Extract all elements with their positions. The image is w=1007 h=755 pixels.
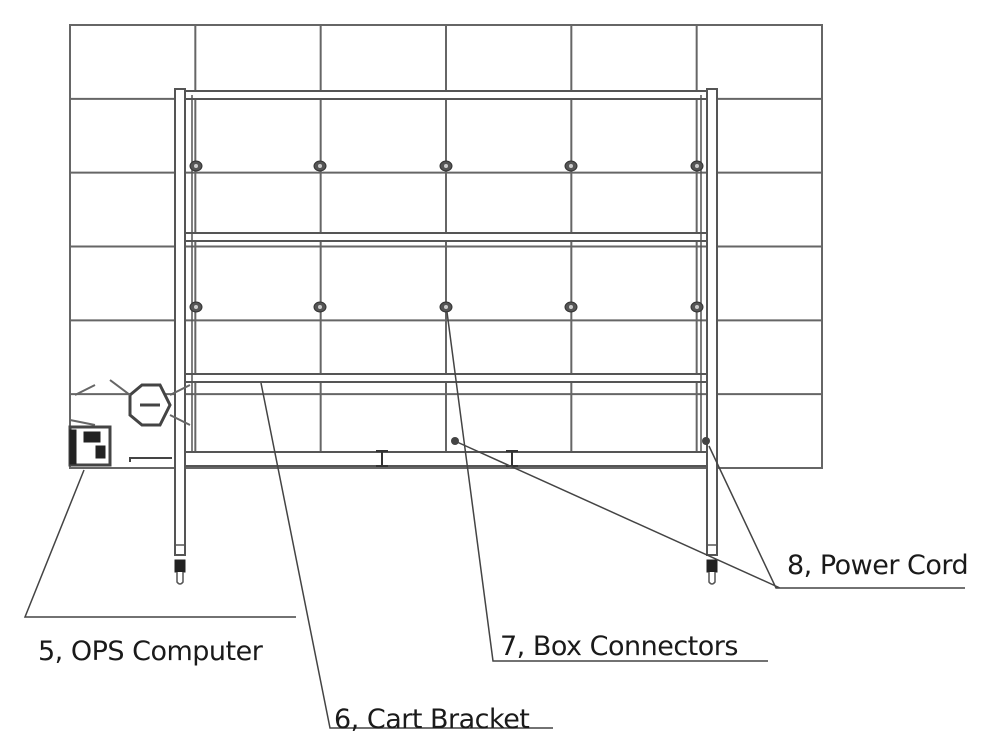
power-cord-socket	[702, 437, 710, 445]
callout-ops-computer: 5, OPS Computer	[38, 636, 263, 667]
vertical-post	[174, 88, 186, 556]
bottom-crossbar	[181, 451, 713, 467]
ops-bracket	[129, 457, 172, 462]
leader-box-connectors	[446, 311, 768, 662]
crossbar	[181, 373, 713, 383]
caster-wheel	[174, 559, 186, 573]
caster-stem	[176, 572, 184, 585]
box-connector-center	[569, 305, 573, 309]
box-connector-center	[444, 305, 448, 309]
leader-cart-bracket	[260, 382, 553, 729]
cart-bracket	[174, 88, 718, 585]
callout-power-cord: 8, Power Cord	[787, 550, 969, 581]
leader-lines	[23, 311, 965, 729]
crossbar	[181, 232, 713, 242]
ops-panel-lines	[69, 379, 191, 426]
power-cord-socket	[451, 437, 459, 445]
box-connector-center	[569, 164, 573, 168]
box-connectors	[189, 160, 710, 445]
ops-port	[83, 431, 101, 443]
caster-stem	[708, 572, 716, 585]
ops-port	[69, 429, 77, 465]
callout-box-connectors: 7, Box Connectors	[500, 631, 738, 662]
leader-power-cord	[456, 441, 965, 589]
box-connector-center	[194, 305, 198, 309]
box-connector-center	[695, 164, 699, 168]
vertical-post	[706, 88, 718, 556]
ops-computer	[68, 379, 191, 467]
box-connector-center	[695, 305, 699, 309]
caster-wheel	[706, 559, 718, 573]
ops-port	[95, 445, 106, 459]
callout-cart-bracket: 6, Cart Bracket	[334, 704, 530, 735]
crossbar	[181, 90, 713, 100]
box-connector-center	[444, 164, 448, 168]
box-connector-center	[318, 164, 322, 168]
box-connector-center	[318, 305, 322, 309]
box-connector-center	[194, 164, 198, 168]
leader-ops-computer	[23, 469, 296, 618]
